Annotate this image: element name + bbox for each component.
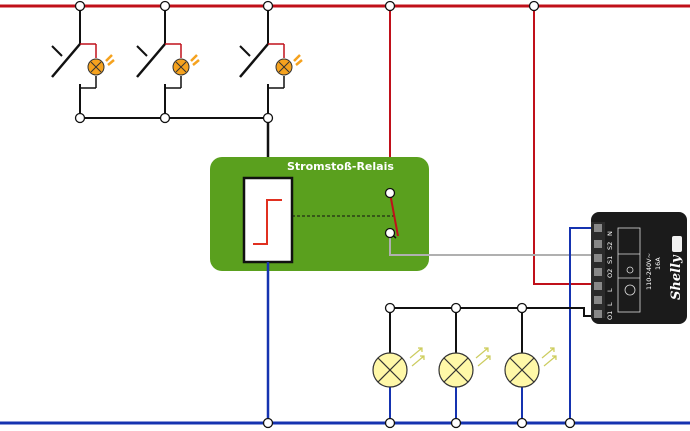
pushbutton-switch-icon	[239, 6, 285, 118]
indicator-lamp-icon	[172, 54, 200, 76]
pushbutton-switch-icon	[136, 6, 182, 118]
model-badge	[672, 236, 682, 252]
relay-label: Stromstoß-Relais	[287, 160, 394, 173]
device-neutral-line	[569, 227, 592, 423]
device-output-line	[390, 307, 592, 317]
device-rating: 16A	[654, 257, 662, 270]
terminal-label: S2	[606, 242, 614, 250]
device-brand: Shelly	[669, 254, 684, 300]
pushbutton-switch-icon	[51, 6, 97, 118]
terminal-label: N	[606, 231, 614, 236]
terminal-label: O2	[606, 269, 614, 278]
phase-drop-device	[533, 6, 592, 285]
terminal-label: L	[606, 302, 614, 306]
lamp-icon	[438, 347, 491, 388]
terminal-label: L	[606, 288, 614, 292]
device-voltage: 110-240V~	[645, 253, 653, 290]
terminal-label: O1	[606, 311, 614, 320]
indicator-lamp-icon	[87, 54, 115, 76]
control-line	[389, 233, 592, 256]
junction-dots	[74, 0, 576, 429]
shelly-device: N S2 S1 O2 L L O1 110-240V~ 16A Shelly	[591, 212, 687, 324]
lamp-icon	[504, 347, 557, 388]
coil-symbol	[253, 199, 282, 245]
lamp-icon	[372, 347, 425, 388]
terminal-label: S1	[606, 256, 614, 264]
relay-contact-blade	[389, 192, 399, 237]
indicator-lamp-icon	[275, 54, 303, 76]
